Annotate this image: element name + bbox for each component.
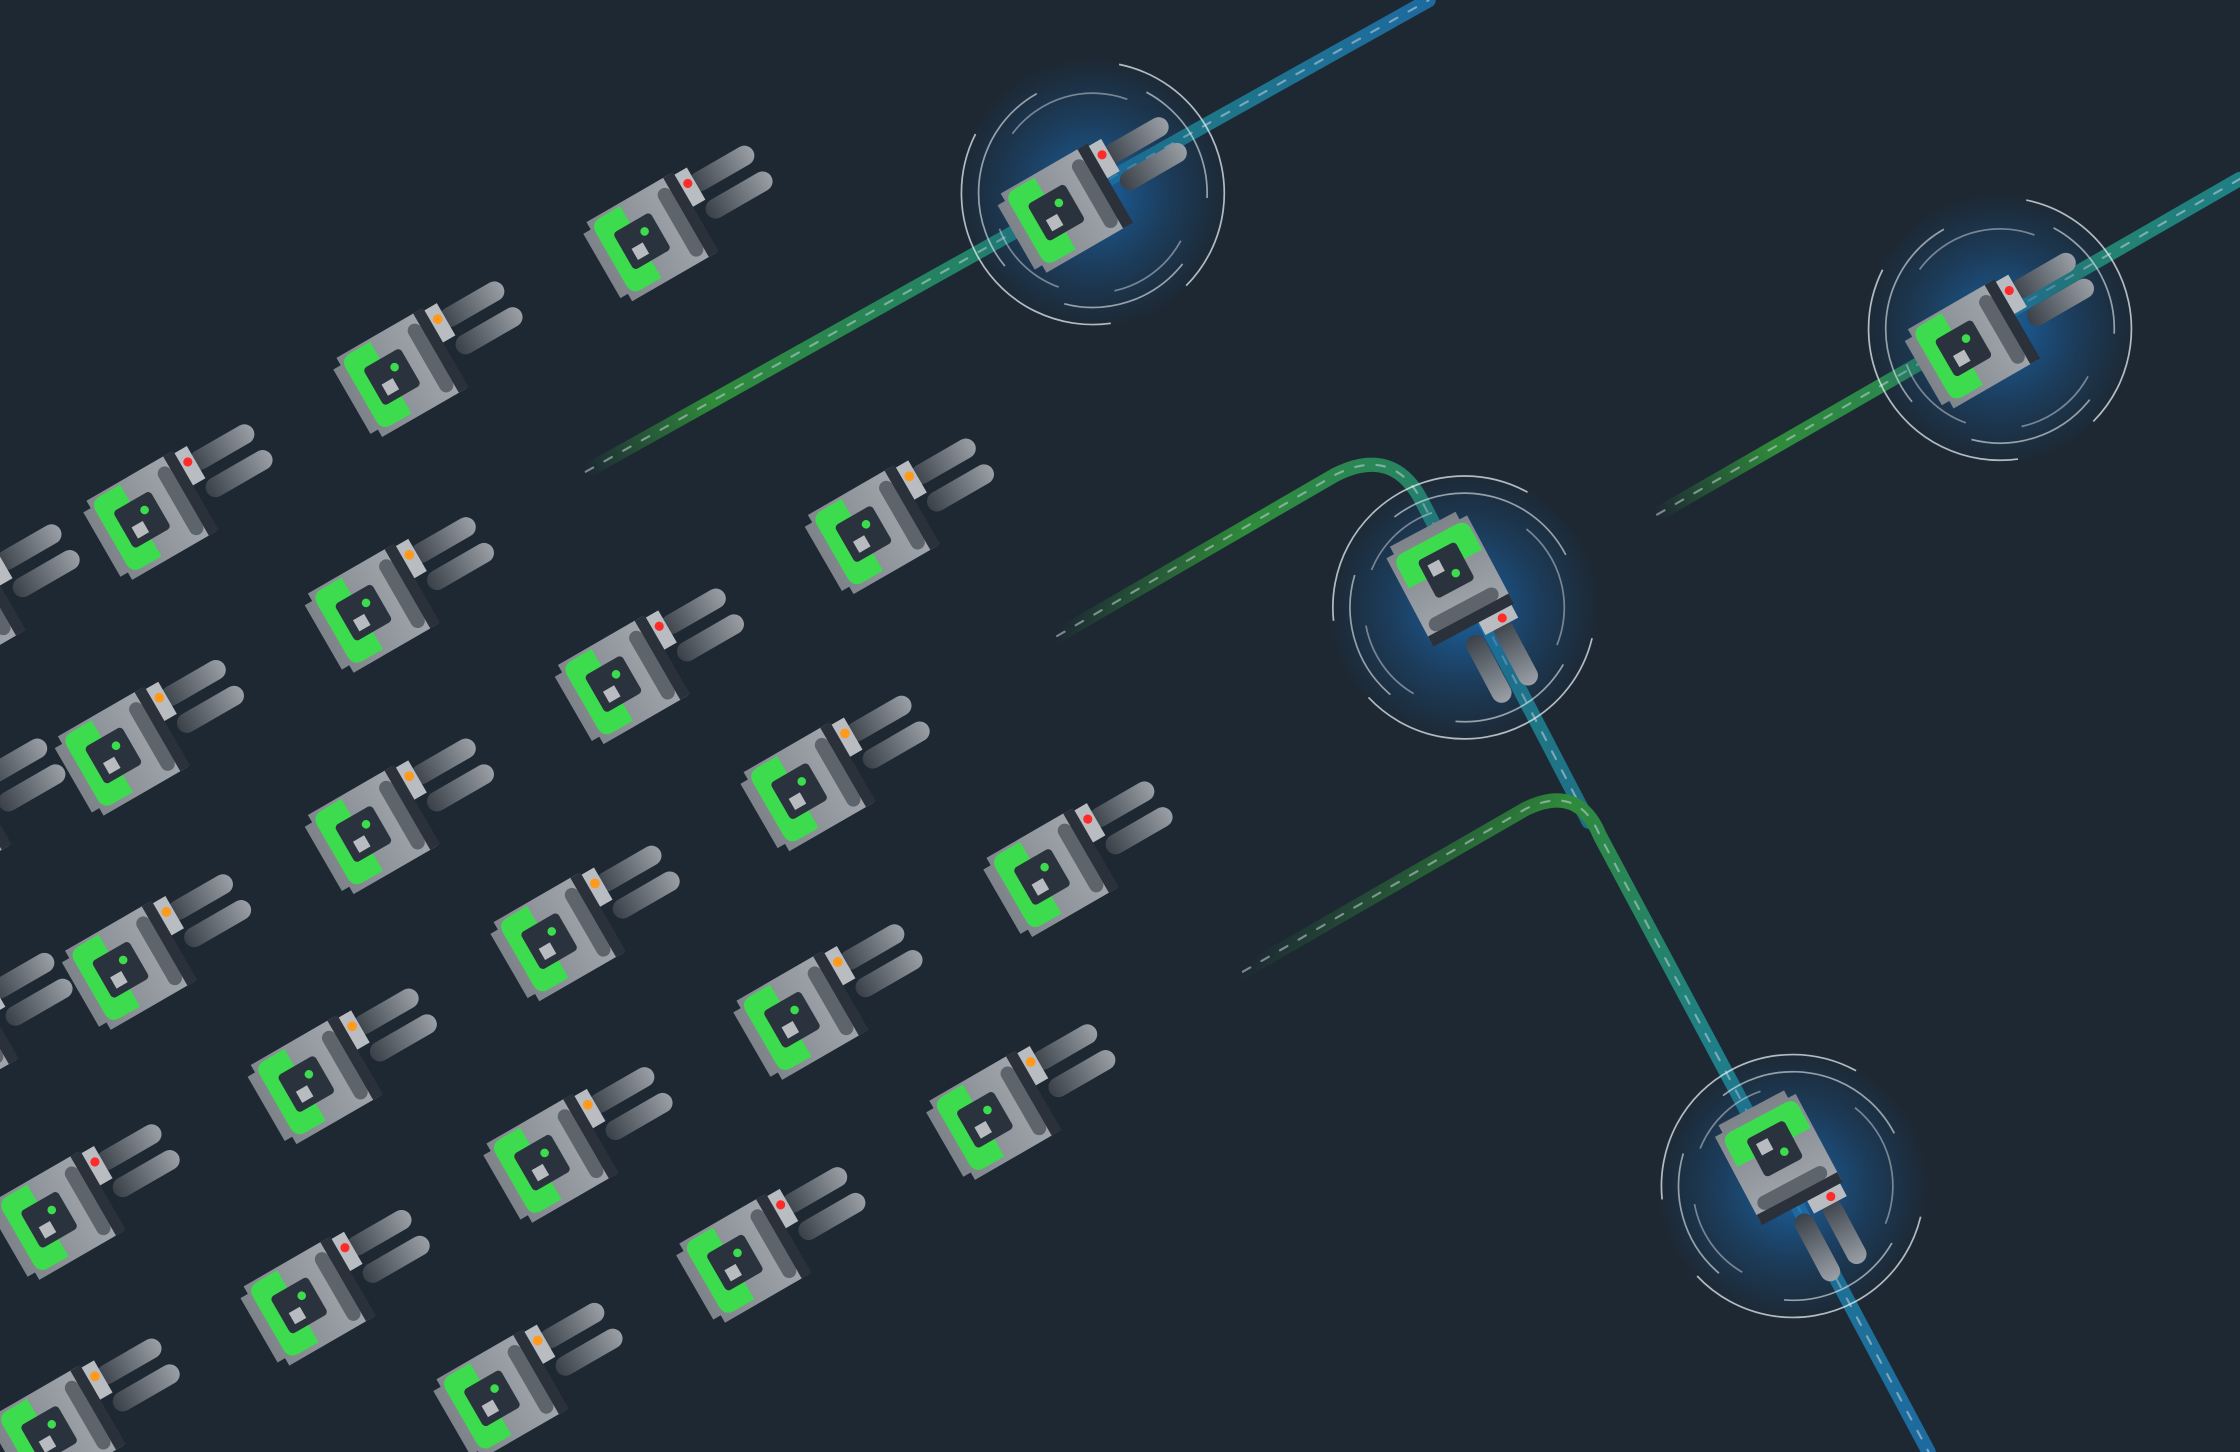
parked-forklift-fleet (0, 130, 1191, 1452)
signal-ring (977, 77, 1208, 309)
parked-forklift (486, 830, 698, 1006)
warning-indicator-icon (904, 471, 915, 482)
signal-ring (1884, 213, 2116, 444)
signal-ring (1867, 196, 2133, 462)
signal-ring (1349, 492, 1580, 723)
parked-forklift (329, 266, 541, 442)
warning-indicator-icon (832, 957, 843, 967)
signal-ring (960, 60, 1226, 326)
signal-ring (1332, 475, 1597, 740)
warning-indicator-icon (404, 771, 415, 782)
warning-indicator-icon (1025, 1057, 1036, 1067)
warning-indicator-icon (161, 907, 172, 917)
parked-forklift (50, 644, 262, 820)
parked-forklift (729, 909, 941, 1085)
parked-forklift (921, 1009, 1134, 1185)
warning-indicator-icon (154, 692, 165, 703)
warning-indicator-icon (840, 728, 850, 739)
signal-ring (1692, 1085, 1894, 1287)
warning-indicator-icon (347, 1021, 357, 1032)
parked-forklift (300, 723, 512, 899)
parked-forklift (243, 973, 455, 1149)
warning-indicator-icon (432, 314, 443, 324)
parked-forklift (300, 502, 512, 678)
parked-forklift (57, 859, 270, 1035)
parked-forklift (0, 1323, 198, 1452)
parked-forklift (800, 423, 1012, 599)
parked-forklift (479, 1052, 691, 1228)
warning-indicator-icon (90, 1371, 100, 1382)
active-forklifts (957, 57, 2136, 1322)
warning-indicator-icon (582, 1099, 593, 1110)
parked-forklift (736, 680, 948, 856)
signal-ring (1660, 1053, 1926, 1319)
parked-forklift (429, 1287, 641, 1452)
signal-ring (1677, 1070, 1908, 1302)
warning-indicator-icon (532, 1335, 543, 1346)
active-forklift-unit (1657, 1050, 1929, 1322)
warning-indicator-icon (404, 549, 415, 560)
signal-ring (991, 92, 1194, 295)
signal-ring (1363, 506, 1566, 709)
warning-indicator-icon (590, 878, 600, 889)
route-4 (1235, 793, 1936, 1452)
active-forklift-unit (1328, 471, 1600, 744)
active-forklift-unit (1864, 193, 2136, 465)
active-forklift-unit (957, 57, 1229, 329)
